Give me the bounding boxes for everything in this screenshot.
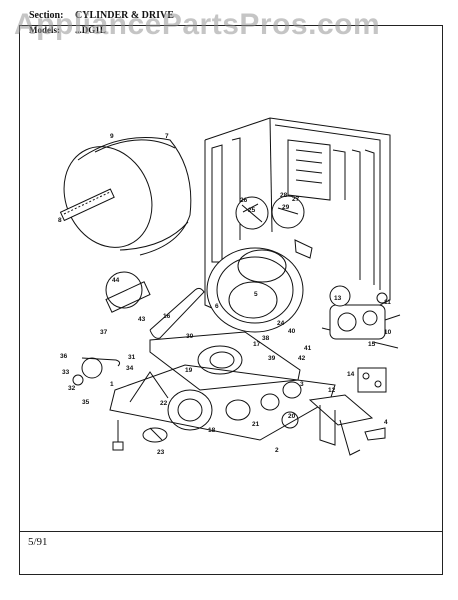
callout-33: 33 bbox=[62, 369, 70, 376]
motor-drawing bbox=[329, 285, 401, 349]
callout-25: 25 bbox=[248, 207, 256, 214]
callout-1: 1 bbox=[110, 381, 114, 388]
callout-23: 23 bbox=[157, 449, 165, 456]
diagram-frame bbox=[19, 25, 443, 575]
callout-36: 36 bbox=[60, 353, 68, 360]
callout-2: 2 bbox=[275, 447, 279, 454]
callout-43: 43 bbox=[138, 316, 146, 323]
callout-44: 44 bbox=[112, 277, 120, 284]
callout-39: 39 bbox=[268, 355, 276, 362]
section-title: CYLINDER & DRIVE bbox=[75, 10, 174, 21]
drum-drawing bbox=[59, 137, 192, 256]
callout-42: 42 bbox=[298, 355, 306, 362]
callout-7: 7 bbox=[165, 133, 169, 140]
callout-14: 14 bbox=[347, 371, 355, 378]
callout-41: 41 bbox=[304, 345, 312, 352]
callout-34: 34 bbox=[126, 365, 134, 372]
callout-12: 12 bbox=[328, 387, 336, 394]
revision-date: 5/91 bbox=[28, 536, 48, 548]
callout-11: 11 bbox=[384, 299, 391, 306]
callout-35: 35 bbox=[82, 399, 90, 406]
footer-divider bbox=[19, 531, 442, 532]
callout-38: 38 bbox=[262, 335, 270, 342]
callout-5: 5 bbox=[254, 291, 258, 298]
callout-28: 28 bbox=[280, 192, 288, 199]
callout-9: 9 bbox=[110, 133, 114, 140]
callout-32: 32 bbox=[68, 385, 76, 392]
callout-37: 37 bbox=[100, 329, 108, 336]
callout-8: 8 bbox=[58, 217, 62, 224]
callout-13: 13 bbox=[334, 295, 342, 302]
callout-22: 22 bbox=[160, 400, 168, 407]
callout-26: 26 bbox=[240, 197, 248, 204]
base-drawing bbox=[72, 331, 336, 451]
watermark-logo: AppliancePartsPros.com bbox=[14, 8, 381, 41]
callout-16: 16 bbox=[163, 313, 171, 320]
callout-30: 30 bbox=[186, 333, 194, 340]
callout-6: 6 bbox=[215, 303, 219, 310]
callout-3: 3 bbox=[300, 381, 304, 388]
callout-31: 31 bbox=[128, 354, 136, 361]
callout-numbers: 1 2 3 4 5 6 7 8 9 10 11 12 13 14 15 16 1… bbox=[58, 133, 392, 456]
callout-15: 15 bbox=[368, 341, 376, 348]
callout-40: 40 bbox=[288, 328, 296, 335]
bulkhead-drawing bbox=[206, 195, 313, 333]
callout-4: 4 bbox=[384, 419, 388, 426]
callout-29: 29 bbox=[282, 204, 290, 211]
belt-drawing bbox=[105, 271, 205, 339]
callout-10: 10 bbox=[384, 329, 392, 336]
callout-18: 18 bbox=[208, 427, 216, 434]
callout-20: 20 bbox=[288, 413, 296, 420]
callout-21: 21 bbox=[252, 421, 260, 428]
section-label: Section: bbox=[29, 10, 64, 21]
idler-bracket-drawing bbox=[281, 367, 387, 456]
callout-27: 27 bbox=[292, 196, 300, 203]
callout-24: 24 bbox=[277, 320, 285, 327]
callout-17: 17 bbox=[253, 341, 261, 348]
callout-19: 19 bbox=[185, 367, 193, 374]
model-label: Models: bbox=[29, 25, 60, 35]
model-value: ...DG1L bbox=[75, 25, 106, 35]
